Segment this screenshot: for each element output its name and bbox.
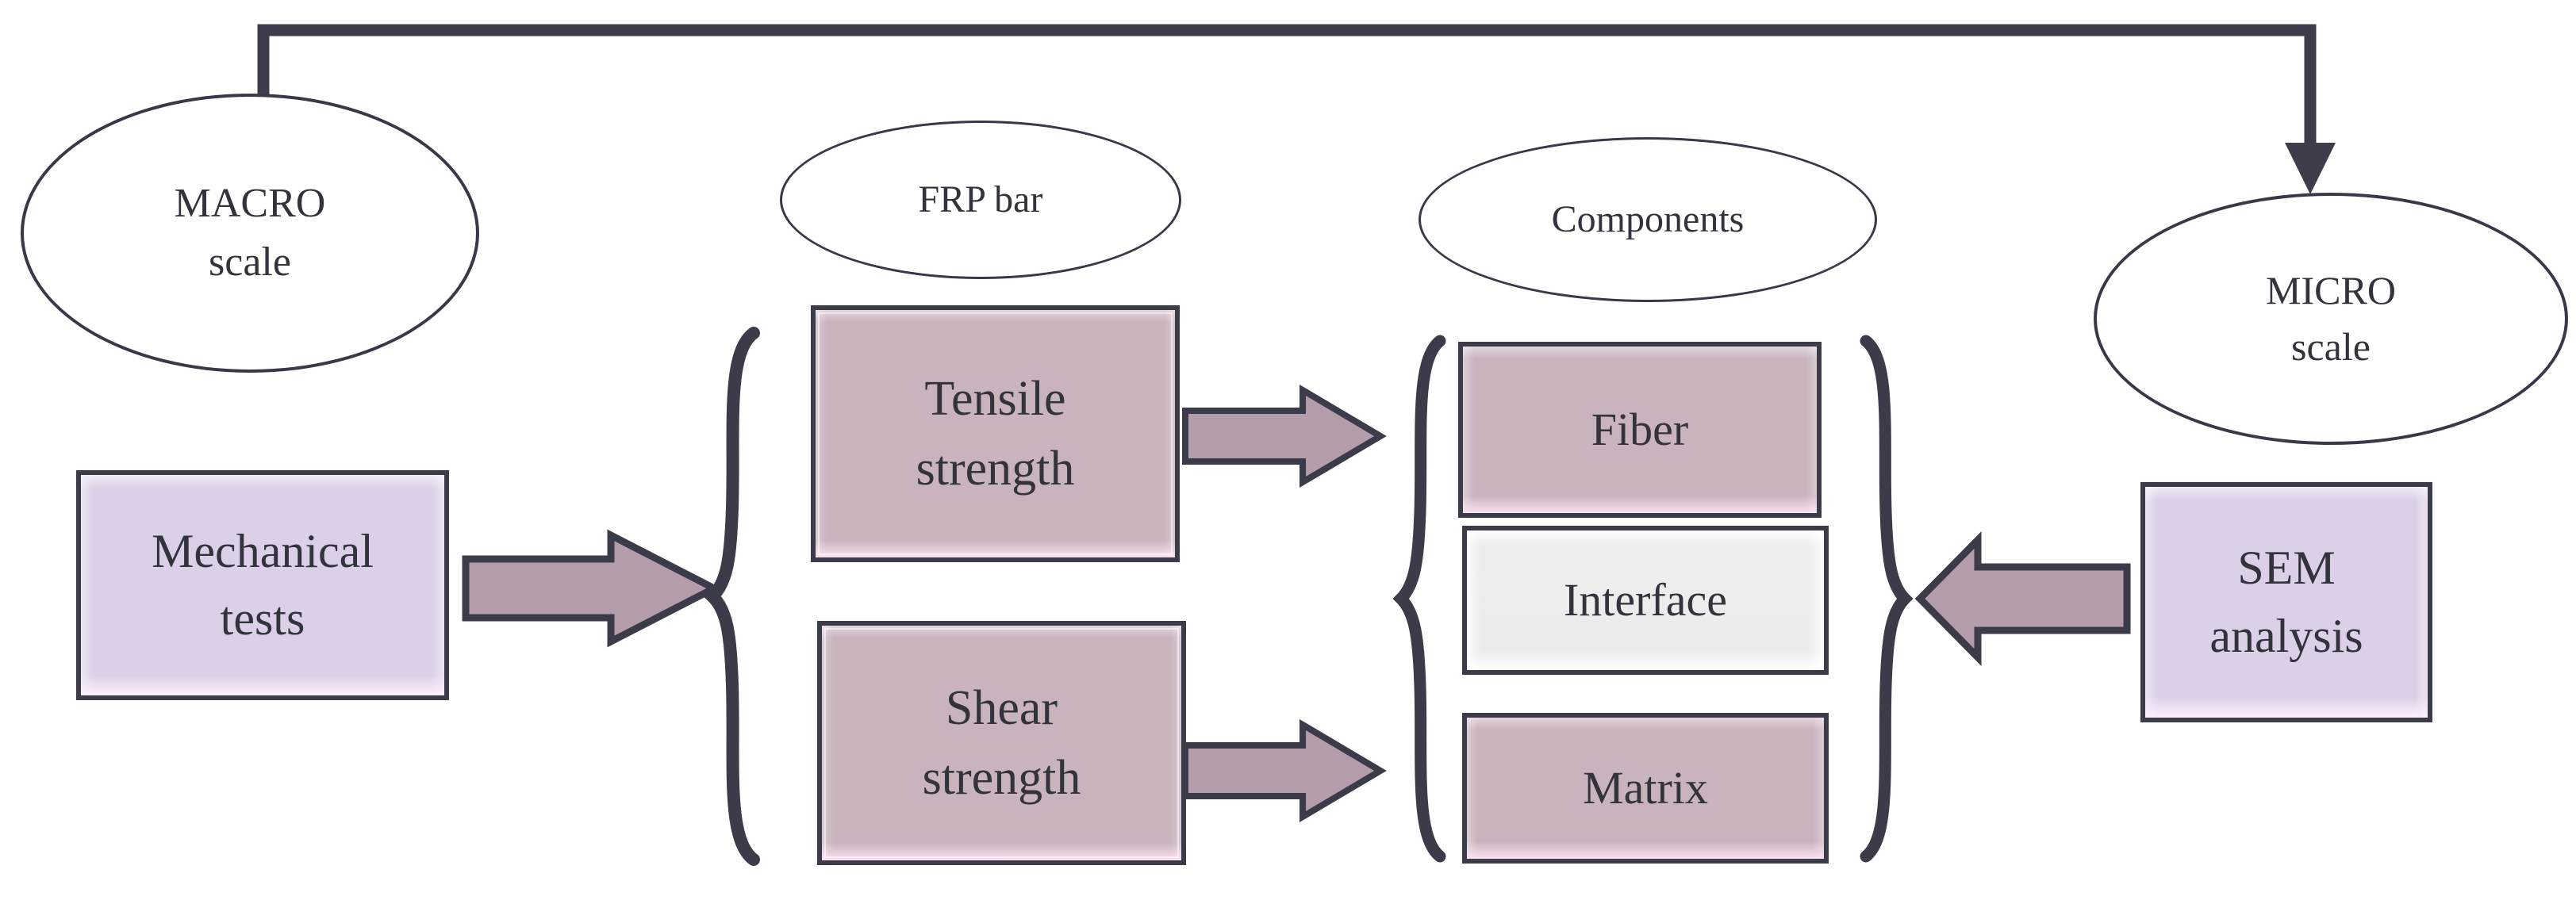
- box-sem-analysis[interactable]: SEM analysis: [2140, 482, 2432, 722]
- frp-bar-label: FRP bar: [918, 178, 1043, 220]
- tensile-strength-label-line2: strength: [916, 442, 1075, 496]
- tensile-strength-label-line1: Tensile: [924, 371, 1066, 426]
- ellipse-frp-bar[interactable]: FRP bar: [780, 121, 1181, 279]
- shear-strength-label-line1: Shear: [945, 680, 1058, 735]
- brace-components-open: [1392, 335, 1446, 863]
- macro-scale-label-line1: MACRO: [174, 181, 326, 227]
- mechanical-tests-label-line2: tests: [220, 592, 305, 645]
- block-arrow-tensile-to-components: [1182, 384, 1387, 488]
- block-arrow-mechanical-to-frp: [462, 529, 722, 648]
- sem-analysis-label-line1: SEM: [2237, 542, 2336, 595]
- box-interface[interactable]: Interface: [1462, 526, 1829, 675]
- box-mechanical-tests[interactable]: Mechanical tests: [76, 470, 449, 700]
- brace-components-close: [1860, 335, 1914, 863]
- fiber-label: Fiber: [1591, 403, 1689, 455]
- ellipse-macro-scale[interactable]: MACRO scale: [21, 94, 479, 373]
- interface-label: Interface: [1563, 573, 1728, 626]
- brace-frp-bar: [703, 327, 760, 866]
- box-matrix[interactable]: Matrix: [1462, 713, 1829, 864]
- box-shear-strength[interactable]: Shear strength: [817, 621, 1186, 865]
- micro-scale-label-line2: scale: [2291, 324, 2371, 369]
- shear-strength-label-line2: strength: [922, 751, 1081, 805]
- box-fiber[interactable]: Fiber: [1458, 342, 1822, 518]
- sem-analysis-label-line2: analysis: [2209, 609, 2363, 662]
- arrowhead-down-right: [2285, 143, 2336, 194]
- macro-scale-label-line2: scale: [209, 239, 291, 285]
- ellipse-components[interactable]: Components: [1419, 137, 1877, 302]
- micro-scale-label-line1: MICRO: [2266, 268, 2396, 312]
- mechanical-tests-label-line1: Mechanical: [152, 524, 374, 577]
- ellipse-micro-scale[interactable]: MICRO scale: [2094, 193, 2568, 445]
- block-arrow-sem-to-components: [1914, 531, 2131, 666]
- block-arrow-shear-to-components: [1182, 718, 1387, 823]
- box-tensile-strength[interactable]: Tensile strength: [811, 305, 1180, 562]
- top-bus-connector: [238, 24, 2336, 194]
- matrix-label: Matrix: [1583, 761, 1708, 814]
- components-label: Components: [1551, 197, 1745, 240]
